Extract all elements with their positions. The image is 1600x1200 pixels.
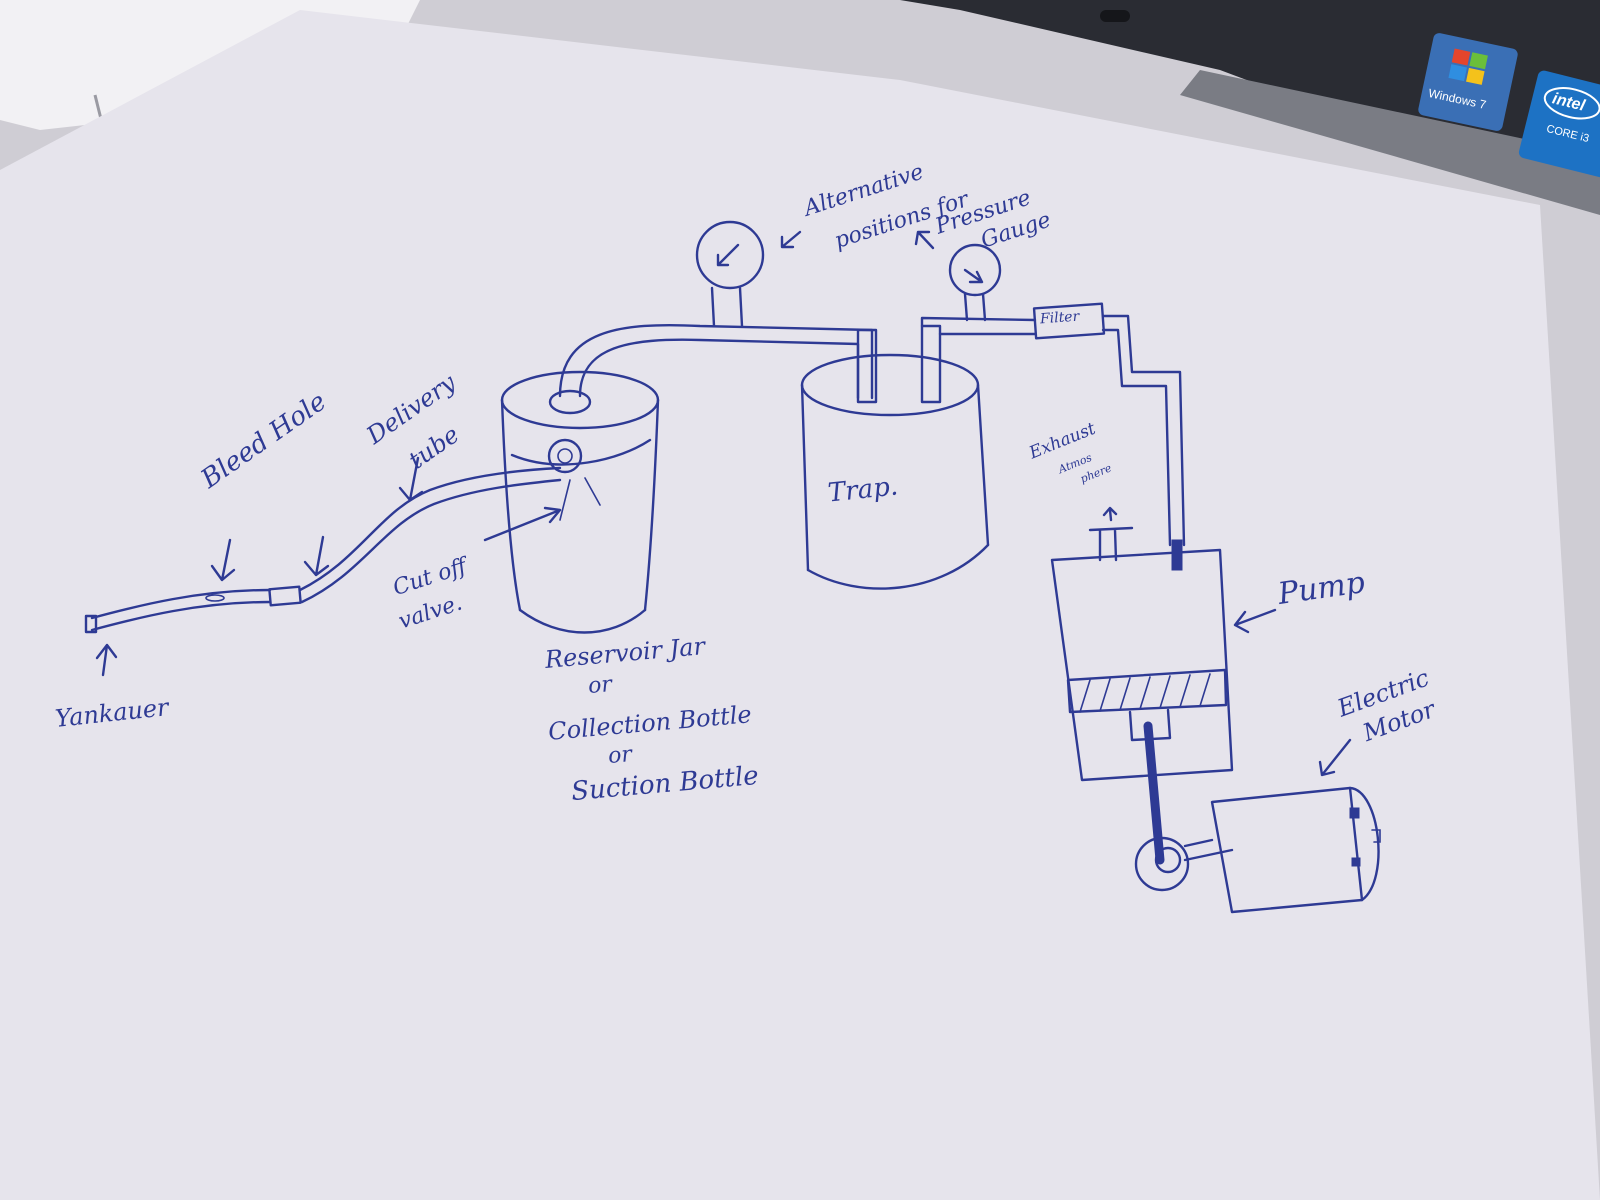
annotation-arrows-left — [95, 456, 562, 677]
reservoir-or-1: or — [587, 672, 613, 699]
laptop-hinge — [1100, 10, 1130, 22]
bleed-hole-label: Bleed Hole — [195, 386, 332, 495]
windows-sticker-text: Windows 7 — [1427, 86, 1488, 112]
trap-label: Trap. — [826, 471, 900, 509]
reservoir-jar — [500, 370, 660, 634]
paper-sheet — [0, 10, 1600, 1200]
windows-sticker — [1418, 33, 1518, 131]
yankauer-label: Yankauer — [53, 693, 170, 733]
delivery-tube — [298, 466, 562, 604]
pump-label: Pump — [1275, 565, 1368, 612]
trap-jar — [800, 324, 990, 590]
gauge-note-arrow-right — [914, 230, 935, 250]
pressure-gauge-left — [695, 220, 765, 328]
reservoir-or-2: or — [607, 742, 633, 769]
laptop-edge — [1180, 70, 1600, 215]
reservoir-label-line-3: Suction Bottle — [570, 760, 760, 808]
intel-sticker — [1518, 70, 1600, 180]
laptop-body — [900, 0, 1600, 210]
delivery-tube-label-2: tube — [403, 420, 465, 475]
tube-reservoir-to-trap — [558, 323, 874, 400]
tube-trap-to-pump — [920, 302, 1186, 547]
core-sticker-text: CORE i3 — [1545, 122, 1591, 146]
intel-sticker-text: intel — [1550, 90, 1587, 115]
pressure-gauge-right — [948, 243, 1002, 322]
filter-label: Filter — [1039, 308, 1080, 328]
gauge-note-arrow — [780, 230, 802, 249]
reservoir-label-line-2: Collection Bottle — [547, 700, 753, 746]
electric-motor — [1183, 786, 1381, 914]
crank-rod — [1134, 721, 1190, 892]
yankauer-tube — [84, 585, 302, 634]
motor-arrow — [1318, 738, 1352, 777]
pump-arrow — [1233, 608, 1277, 634]
